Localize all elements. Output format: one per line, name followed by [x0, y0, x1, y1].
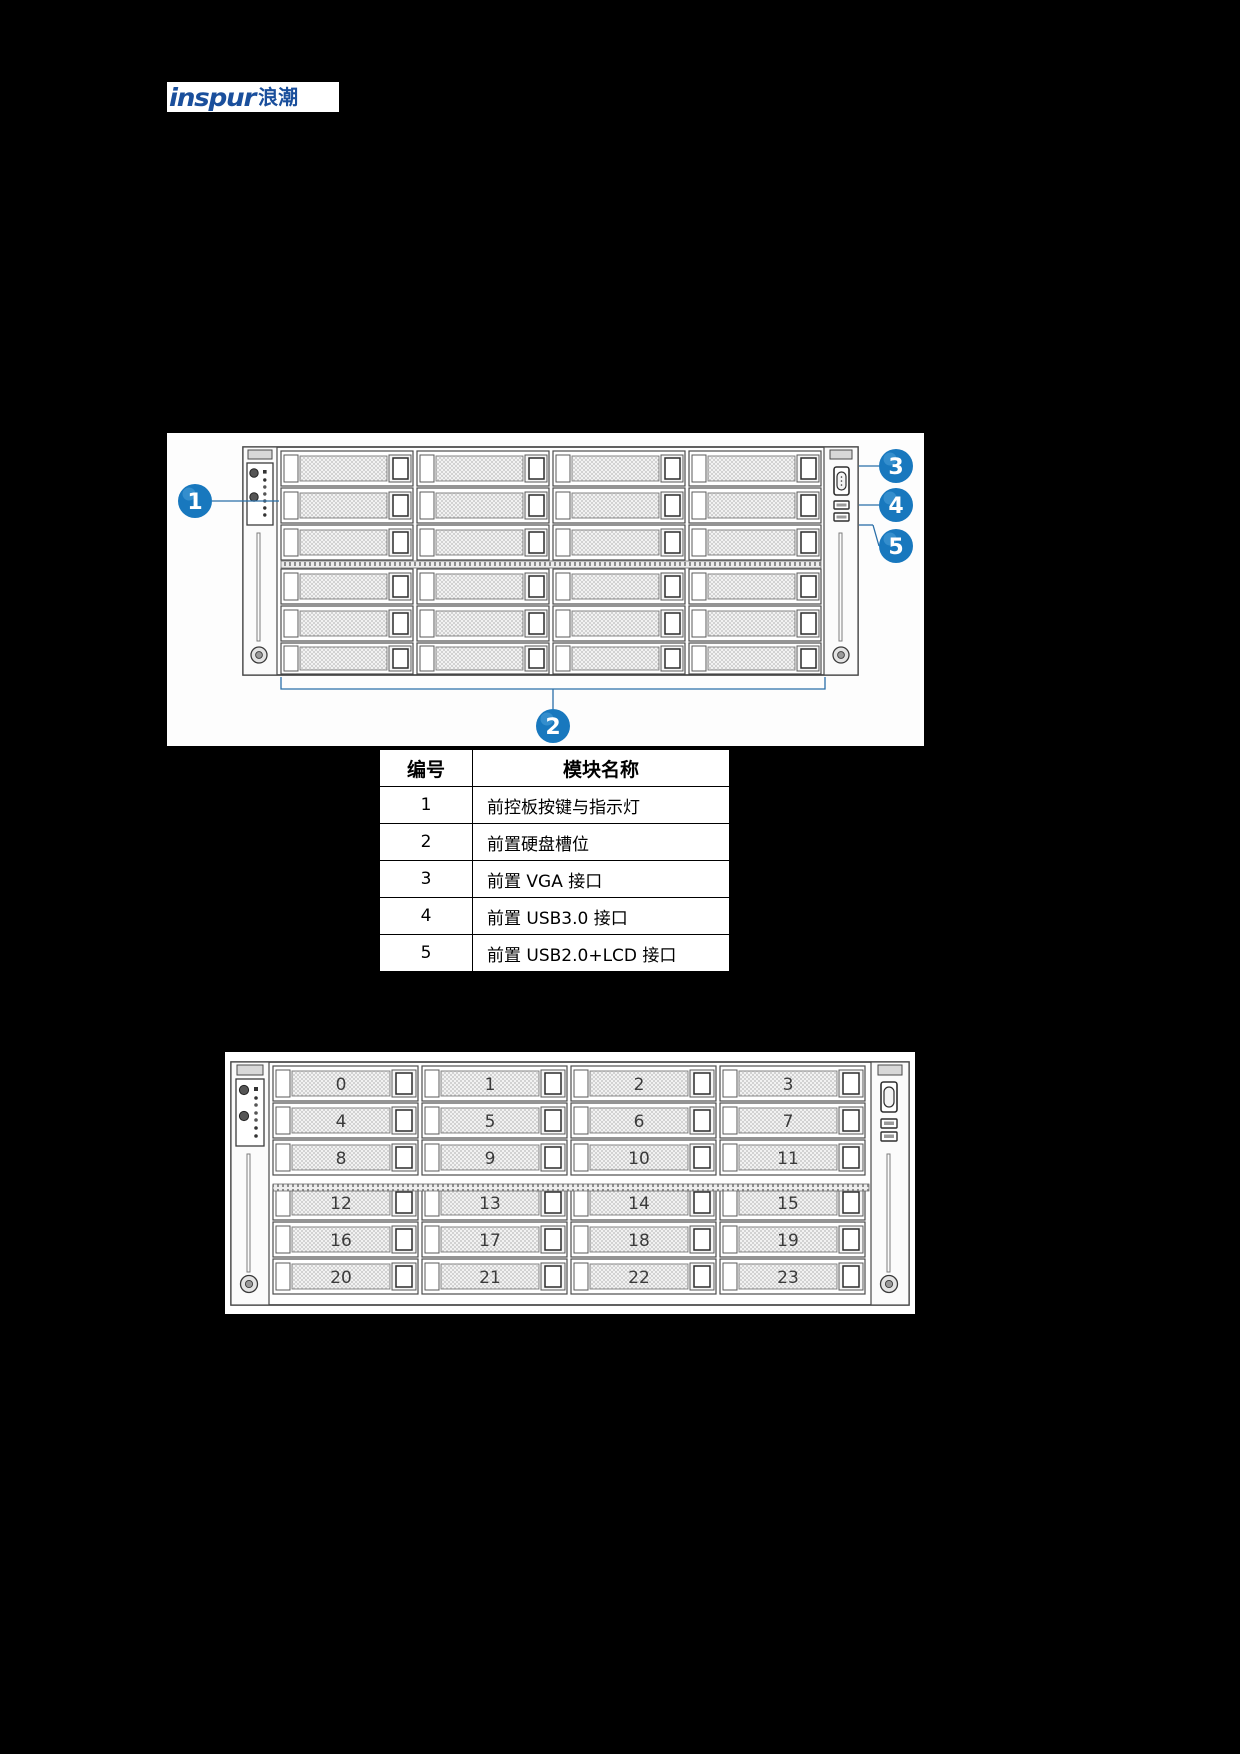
drive-bay-number: 0 [336, 1075, 347, 1095]
figure-front-view-callouts: 1 2 3 4 5 [167, 433, 924, 746]
logo-chinese-name: 浪潮 [258, 85, 299, 109]
drive-bay[interactable]: 23 [719, 1258, 866, 1295]
callout-badge-3: 3 [879, 449, 913, 483]
svg-text:3: 3 [888, 455, 903, 480]
svg-text:4: 4 [888, 494, 903, 519]
drive-bay-number: 2 [634, 1075, 645, 1095]
callout-badge-2: 2 [536, 709, 570, 743]
drive-bay-number: 18 [628, 1231, 650, 1251]
table-row: 2 前置硬盘槽位 [379, 823, 730, 861]
row-number: 4 [379, 897, 473, 935]
header-number: 编号 [379, 749, 473, 787]
svg-text:1: 1 [187, 490, 202, 515]
row-number: 5 [379, 934, 473, 972]
drive-bay[interactable]: 15 [719, 1184, 866, 1221]
table-row: 1 前控板按键与指示灯 [379, 786, 730, 824]
drive-bay-number: 17 [479, 1231, 501, 1251]
drive-bay[interactable]: 19 [719, 1221, 866, 1258]
drive-bay[interactable]: 20 [272, 1258, 419, 1295]
table-row: 4 前置 USB3.0 接口 [379, 897, 730, 935]
callout-badge-5: 5 [879, 529, 913, 563]
callout-badge-4: 4 [879, 488, 913, 522]
drive-bay[interactable]: 21 [421, 1258, 568, 1295]
row-module-name: 前置 USB3.0 接口 [472, 897, 730, 935]
inspur-logo: inspur 浪潮 [167, 82, 339, 112]
drive-bay-number: 12 [330, 1194, 352, 1214]
drive-bay[interactable]: 16 [272, 1221, 419, 1258]
drive-bay-number: 5 [485, 1112, 496, 1132]
row-module-name: 前控板按键与指示灯 [472, 786, 730, 824]
front-view-diagram: 1 2 3 4 5 [167, 433, 924, 746]
drive-bay-number: 22 [628, 1268, 650, 1288]
drive-bay-number: 3 [783, 1075, 794, 1095]
drive-bay-number: 19 [777, 1231, 799, 1251]
drive-bay[interactable]: 1 [421, 1065, 568, 1102]
drive-bay-number: 20 [330, 1268, 352, 1288]
drive-bay[interactable]: 3 [719, 1065, 866, 1102]
drive-bay-number: 10 [628, 1149, 650, 1169]
drive-bay[interactable]: 18 [570, 1221, 717, 1258]
drive-bay-number: 1 [485, 1075, 496, 1095]
drive-bay-number: 16 [330, 1231, 352, 1251]
table-row: 3 前置 VGA 接口 [379, 860, 730, 898]
row-module-name: 前置硬盘槽位 [472, 823, 730, 861]
drive-bay-number: 4 [336, 1112, 347, 1132]
logo-wordmark: inspur [169, 82, 256, 112]
drive-bay[interactable]: 4 [272, 1102, 419, 1139]
drive-bay-number: 11 [777, 1149, 799, 1169]
row-number: 1 [379, 786, 473, 824]
drive-bay-number: 8 [336, 1149, 347, 1169]
row-module-name: 前置 VGA 接口 [472, 860, 730, 898]
drive-bay[interactable]: 11 [719, 1139, 866, 1176]
row-number: 2 [379, 823, 473, 861]
drive-bay-number: 15 [777, 1194, 799, 1214]
svg-text:5: 5 [888, 535, 903, 560]
drive-bay[interactable]: 9 [421, 1139, 568, 1176]
drive-bay-number: 23 [777, 1268, 799, 1288]
drive-bay-number: 9 [485, 1149, 496, 1169]
module-spec-table: 编号 模块名称 1 前控板按键与指示灯 2 前置硬盘槽位 3 前置 VGA 接口 [379, 749, 730, 972]
row-number: 3 [379, 860, 473, 898]
table-row: 5 前置 USB2.0+LCD 接口 [379, 934, 730, 972]
drive-bay-number: 13 [479, 1194, 501, 1214]
header-module-name: 模块名称 [472, 749, 730, 787]
row-module-name: 前置 USB2.0+LCD 接口 [472, 934, 730, 972]
callout-badge-1: 1 [178, 484, 212, 518]
drive-bay-number: 6 [634, 1112, 645, 1132]
drive-bay[interactable]: 6 [570, 1102, 717, 1139]
drive-bay[interactable]: 7 [719, 1102, 866, 1139]
drive-bay[interactable]: 0 [272, 1065, 419, 1102]
drive-bay-number: 21 [479, 1268, 501, 1288]
drive-bay[interactable]: 10 [570, 1139, 717, 1176]
drive-bay[interactable]: 17 [421, 1221, 568, 1258]
drive-bay[interactable]: 5 [421, 1102, 568, 1139]
svg-text:2: 2 [545, 715, 560, 740]
drive-bay[interactable]: 2 [570, 1065, 717, 1102]
table-header-row: 编号 模块名称 [379, 749, 730, 787]
drive-bay[interactable]: 22 [570, 1258, 717, 1295]
drive-bay-number: 14 [628, 1194, 650, 1214]
drive-bay-number: 7 [783, 1112, 794, 1132]
drive-bay[interactable]: 8 [272, 1139, 419, 1176]
